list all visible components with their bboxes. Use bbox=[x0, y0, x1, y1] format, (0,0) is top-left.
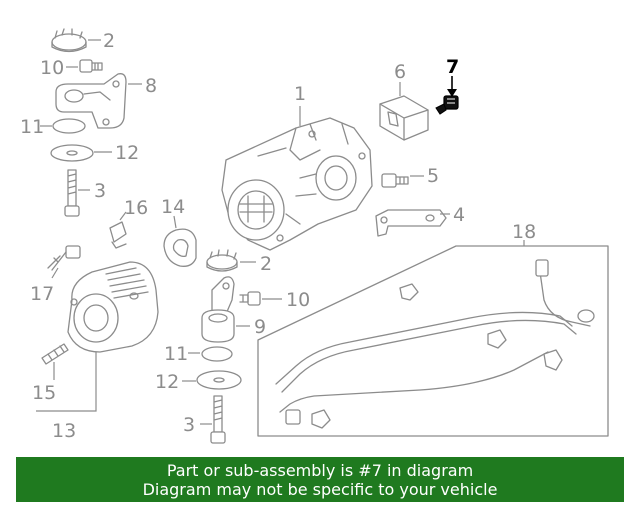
callout-10-lower: 10 bbox=[286, 289, 310, 311]
callout-8: 8 bbox=[145, 75, 157, 97]
part-18-wiring-harness bbox=[257, 245, 609, 437]
leader-7-arrowhead bbox=[447, 89, 457, 97]
callout-12-upper: 12 bbox=[115, 142, 139, 164]
callout-7: 7 bbox=[446, 56, 459, 78]
part-5-bolt bbox=[381, 173, 409, 188]
callout-11-lower: 11 bbox=[164, 343, 188, 365]
banner-line-2: Diagram may not be specific to your vehi… bbox=[142, 480, 498, 499]
part-2-upper-bushing bbox=[51, 28, 87, 53]
callout-3-upper: 3 bbox=[94, 180, 106, 202]
callout-2-upper: 2 bbox=[103, 30, 115, 52]
banner-line-1: Part or sub-assembly is #7 in diagram bbox=[166, 461, 474, 480]
part-16-clip bbox=[109, 221, 127, 249]
part-1-differential-housing bbox=[221, 117, 373, 251]
part-10-upper-bolt bbox=[79, 59, 103, 73]
callout-2-lower: 2 bbox=[260, 253, 272, 275]
part-3-upper-stud bbox=[64, 169, 80, 217]
part-10-lower-bolt bbox=[239, 291, 261, 306]
part-3-lower-stud bbox=[210, 395, 226, 444]
part-17-bolt bbox=[47, 245, 81, 271]
callout-17: 17 bbox=[30, 283, 54, 305]
leader-16 bbox=[119, 211, 127, 221]
callout-15: 15 bbox=[32, 382, 56, 404]
part-7-bolt-highlighted bbox=[435, 95, 459, 115]
callout-16: 16 bbox=[124, 197, 148, 219]
callout-3-lower: 3 bbox=[183, 414, 195, 436]
callout-11-upper: 11 bbox=[20, 116, 44, 138]
part-13-rear-cover bbox=[67, 261, 159, 353]
part-12-upper-washer bbox=[50, 144, 94, 162]
part-11-lower-ring bbox=[201, 346, 233, 362]
callout-13: 13 bbox=[52, 420, 76, 442]
callout-18: 18 bbox=[512, 221, 536, 243]
part-11-upper-ring bbox=[52, 118, 86, 134]
part-2-lower-bushing bbox=[206, 249, 238, 272]
callout-9: 9 bbox=[254, 316, 266, 338]
part-9-mount-bracket bbox=[201, 276, 235, 343]
part-15-stud bbox=[41, 343, 69, 365]
callout-12-lower: 12 bbox=[155, 371, 179, 393]
callout-6: 6 bbox=[394, 61, 406, 83]
callout-10-upper: 10 bbox=[40, 57, 64, 79]
part-8-mount-bracket bbox=[55, 73, 127, 129]
leader-13 bbox=[36, 352, 97, 412]
leader-14 bbox=[173, 215, 177, 229]
leader-17 bbox=[51, 267, 59, 279]
callout-14: 14 bbox=[161, 196, 185, 218]
callout-4: 4 bbox=[453, 204, 465, 226]
part-6-bracket bbox=[379, 95, 429, 141]
part-12-lower-washer bbox=[196, 370, 242, 390]
part-14-gasket bbox=[163, 228, 197, 267]
callout-5: 5 bbox=[427, 165, 439, 187]
callout-1: 1 bbox=[294, 83, 306, 105]
part-4-bracket bbox=[375, 209, 447, 237]
fitment-note-banner: Part or sub-assembly is #7 in diagram Di… bbox=[16, 457, 624, 502]
